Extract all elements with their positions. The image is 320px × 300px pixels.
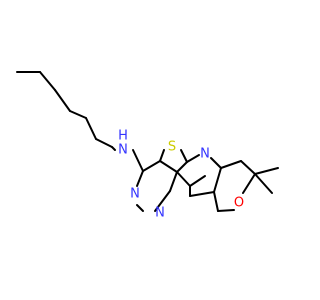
bond [39,71,56,91]
bond [142,160,161,172]
bond [254,173,273,194]
sulfur-atom-label: S [168,140,176,155]
pyrimidine-nitrogen-label: N [155,206,165,221]
bond [186,154,200,163]
bond [213,191,219,212]
bond [176,171,191,187]
bond [132,149,144,172]
bond [154,190,171,212]
bond [189,191,215,197]
bond [180,149,188,163]
bond [217,209,235,212]
bond [254,167,279,175]
bond [69,110,87,119]
bond [136,204,144,212]
bond [95,138,113,148]
bond [169,171,178,192]
pyridine-nitrogen-label: N [200,147,210,162]
amine-nitrogen-label: N [118,143,128,158]
bond [240,160,256,175]
bond [54,89,71,112]
pyran-oxygen-label: O [234,196,244,211]
bond [213,167,222,193]
pyrimidine-nitrogen-label: N [130,187,140,202]
amine-hydrogen-label: H [118,129,128,144]
bond [176,161,188,173]
atom-label-layer: N H S N N N O [118,129,244,221]
bond [220,160,242,169]
bond-layer [16,71,279,212]
bond [159,149,165,162]
bond [159,160,178,173]
bond [242,173,256,194]
bond [210,157,222,169]
bond [111,146,116,151]
molecule-structure-diagram: N H S N N N O [16,71,279,221]
bond [85,117,97,140]
bond [136,170,144,187]
bond [189,175,206,187]
